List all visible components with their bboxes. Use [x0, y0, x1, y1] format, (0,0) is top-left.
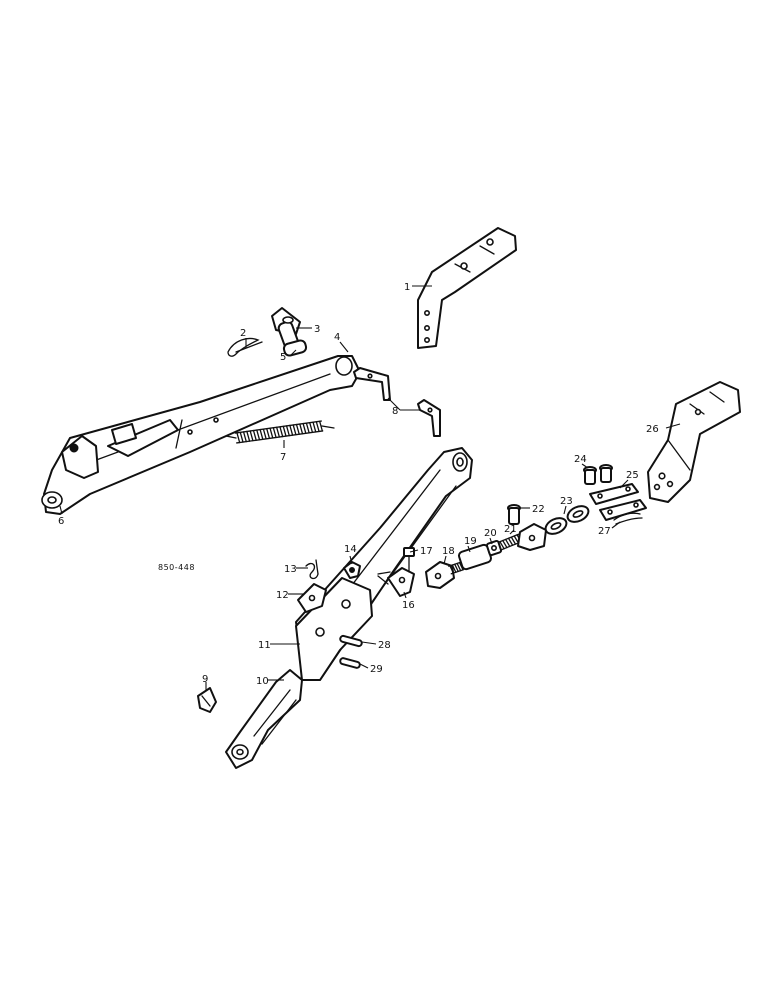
angle-bracket-part-8 [353, 367, 441, 437]
lower-link-right [295, 447, 473, 681]
yoke-part-18 [425, 561, 464, 589]
callout-7: 7 [280, 452, 286, 463]
callout-6: 6 [58, 516, 64, 527]
callout-2: 2 [240, 328, 246, 339]
callout-24: 24 [574, 454, 587, 465]
callout-9: 9 [202, 674, 208, 685]
pin-part-22 [507, 504, 521, 525]
bolt-part-17 [403, 547, 415, 573]
callout-20: 20 [484, 528, 497, 539]
pin-part-28 [339, 634, 363, 648]
callout-22: 22 [532, 504, 545, 515]
lower-link-left [41, 355, 361, 515]
callout-labels: 1 2 3 4 5 6 7 8 9 10 11 12 13 14 16 17 1… [58, 282, 659, 687]
lower-bar-part-10 [225, 669, 303, 769]
pin-part-29 [339, 657, 361, 669]
callout-5: 5 [280, 352, 286, 363]
nut-part-20 [485, 539, 503, 557]
callout-21: 21 [504, 524, 517, 535]
spring-clip-part-2 [227, 337, 263, 357]
spring-part-7 [225, 420, 335, 444]
bracket-part-1 [417, 227, 517, 349]
callout-16: 16 [402, 600, 415, 611]
chain-part-23 [544, 505, 590, 535]
callout-27: 27 [598, 526, 611, 537]
callout-28: 28 [378, 640, 391, 651]
callout-1: 1 [404, 282, 410, 293]
callout-8: 8 [392, 406, 398, 417]
link-plates-part-25 [589, 483, 647, 521]
callout-10: 10 [256, 676, 269, 687]
callout-11: 11 [258, 640, 271, 651]
clevis-part-16 [377, 567, 415, 597]
callout-19: 19 [464, 536, 477, 547]
nut-part-14 [343, 561, 361, 579]
spring-part-13 [305, 559, 319, 580]
callout-4: 4 [334, 332, 340, 343]
callout-26: 26 [646, 424, 659, 435]
callout-25: 25 [626, 470, 639, 481]
pins-part-24 [583, 464, 613, 485]
callout-17: 17 [420, 546, 433, 557]
lock-pin-part-9 [197, 687, 217, 713]
threaded-end-part-21 [497, 523, 547, 551]
callout-14: 14 [344, 544, 357, 555]
callout-13: 13 [284, 564, 297, 575]
callout-18: 18 [442, 546, 455, 557]
reference-code: 850-448 [158, 563, 195, 572]
callout-3: 3 [314, 324, 320, 335]
callout-23: 23 [560, 496, 573, 507]
bracket-part-26 [647, 381, 741, 503]
callout-29: 29 [370, 664, 383, 675]
callout-12: 12 [276, 590, 289, 601]
plate-part-12 [297, 583, 327, 613]
pin-part-5 [282, 339, 308, 357]
leader-lines [59, 285, 681, 690]
